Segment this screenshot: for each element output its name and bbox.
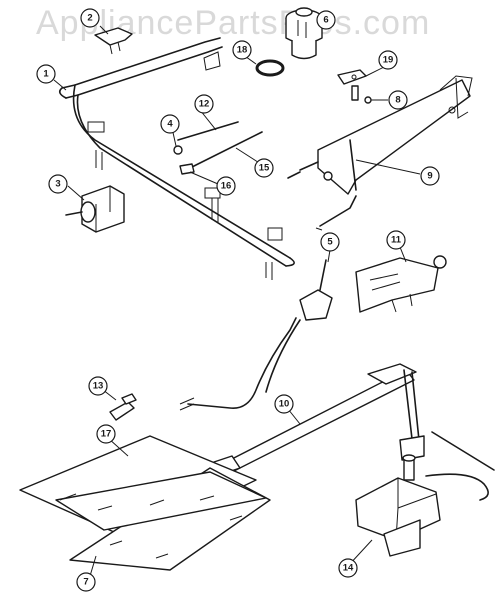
svg-text:9: 9 <box>427 171 432 182</box>
callout-16: 16 <box>216 176 236 196</box>
callout-13: 13 <box>88 376 108 396</box>
svg-text:1: 1 <box>43 69 49 80</box>
svg-text:15: 15 <box>259 163 270 174</box>
callout-1: 1 <box>36 64 56 84</box>
callout-5: 5 <box>320 232 340 252</box>
callout-17: 17 <box>96 424 116 444</box>
svg-text:7: 7 <box>83 577 88 588</box>
svg-text:14: 14 <box>343 563 354 574</box>
tube-12 <box>173 121 239 155</box>
callout-10: 10 <box>274 394 294 414</box>
bracket-2 <box>94 27 133 55</box>
callout-7: 7 <box>76 572 96 592</box>
svg-text:16: 16 <box>221 181 232 192</box>
callout-15: 15 <box>254 158 274 178</box>
callout-18: 18 <box>232 40 252 60</box>
burner-bracket-9 <box>287 75 473 231</box>
strap-10 <box>213 363 425 475</box>
callout-4: 4 <box>160 114 180 134</box>
igniter-11 <box>355 255 447 313</box>
svg-text:4: 4 <box>167 119 173 130</box>
svg-text:2: 2 <box>87 13 92 24</box>
callout-12: 12 <box>194 94 214 114</box>
thermostat-14 <box>355 431 495 557</box>
callout-19: 19 <box>378 50 398 70</box>
callouts: 1 2 3 4 5 6 7 8 9 10 11 12 13 14 15 16 1… <box>36 8 440 592</box>
callout-3: 3 <box>48 174 68 194</box>
valve-3 <box>65 185 125 233</box>
bracket-19 <box>337 69 367 101</box>
svg-text:11: 11 <box>391 235 402 246</box>
callout-11: 11 <box>386 230 406 250</box>
svg-text:3: 3 <box>55 179 60 190</box>
svg-text:12: 12 <box>199 99 210 110</box>
orifice-13 <box>109 393 137 421</box>
callout-6: 6 <box>316 10 336 30</box>
igniter-wire-5 <box>179 259 333 411</box>
svg-text:10: 10 <box>279 399 290 410</box>
o-ring-18 <box>255 59 285 77</box>
tube-15 <box>179 131 263 175</box>
svg-text:18: 18 <box>237 45 248 56</box>
svg-text:13: 13 <box>93 381 104 392</box>
svg-text:5: 5 <box>327 237 333 248</box>
svg-text:19: 19 <box>383 55 394 66</box>
manifold-pipe <box>58 37 295 280</box>
svg-text:8: 8 <box>395 95 400 106</box>
regulator-6 <box>285 7 323 60</box>
callout-2: 2 <box>80 8 100 28</box>
svg-text:6: 6 <box>323 15 328 26</box>
callout-8: 8 <box>388 90 408 110</box>
callout-9: 9 <box>420 166 440 186</box>
callout-14: 14 <box>338 558 358 578</box>
shield-7 <box>19 435 271 571</box>
screw-8 <box>364 96 382 104</box>
svg-text:17: 17 <box>101 429 112 440</box>
